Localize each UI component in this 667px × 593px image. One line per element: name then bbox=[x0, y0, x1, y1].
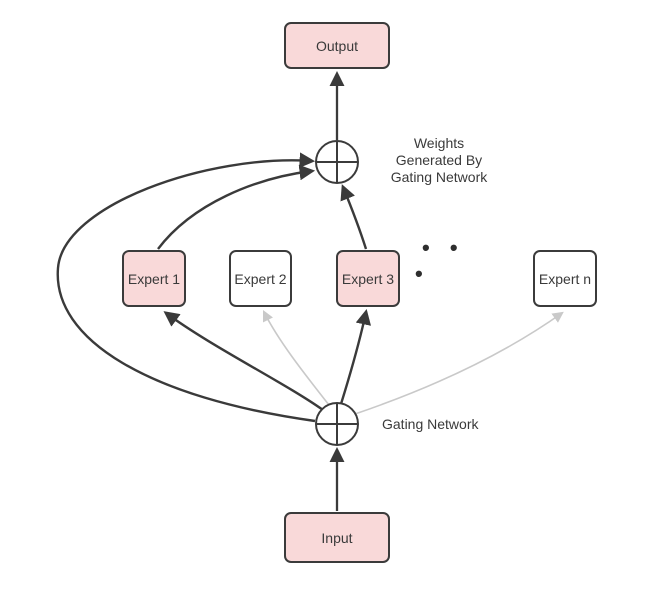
expert-3-node: Expert 3 bbox=[336, 250, 400, 307]
output-label: Output bbox=[315, 37, 359, 54]
output-node: Output bbox=[284, 22, 390, 69]
arrow-expert-1-to-sum bbox=[157, 164, 316, 250]
arrow-expert-3-to-sum bbox=[340, 184, 368, 250]
expert-1-node: Expert 1 bbox=[122, 250, 186, 307]
input-node: Input bbox=[284, 512, 390, 563]
arrow-gating-to-expert-1 bbox=[163, 311, 324, 411]
expert-2-label: Expert 2 bbox=[234, 270, 287, 287]
expert-n-label: Expert n bbox=[538, 270, 592, 287]
weights-annotation-line-3: Gating Network bbox=[390, 169, 488, 185]
weights-annotation: Weights Generated By Gating Network bbox=[383, 135, 495, 186]
weights-annotation-line-1: Weights bbox=[413, 135, 465, 151]
expert-1-label: Expert 1 bbox=[127, 270, 181, 287]
expert-3-label: Expert 3 bbox=[341, 270, 395, 287]
experts-ellipsis: • • • bbox=[415, 235, 465, 286]
expert-2-node: Expert 2 bbox=[229, 250, 292, 307]
sum-node-gating bbox=[315, 402, 359, 446]
input-label: Input bbox=[321, 529, 353, 546]
gating-network-label: Gating Network bbox=[382, 416, 479, 432]
expert-n-node: Expert n bbox=[533, 250, 597, 307]
arrow-gating-to-expert-2 bbox=[262, 309, 330, 406]
arrow-gating-to-expert-3 bbox=[339, 308, 372, 405]
weights-annotation-line-2: Generated By bbox=[395, 152, 483, 168]
arrow-gating-to-expert-n bbox=[354, 311, 564, 415]
sum-node-top bbox=[315, 140, 359, 184]
arrow-gating-weights-to-sum bbox=[56, 152, 316, 423]
